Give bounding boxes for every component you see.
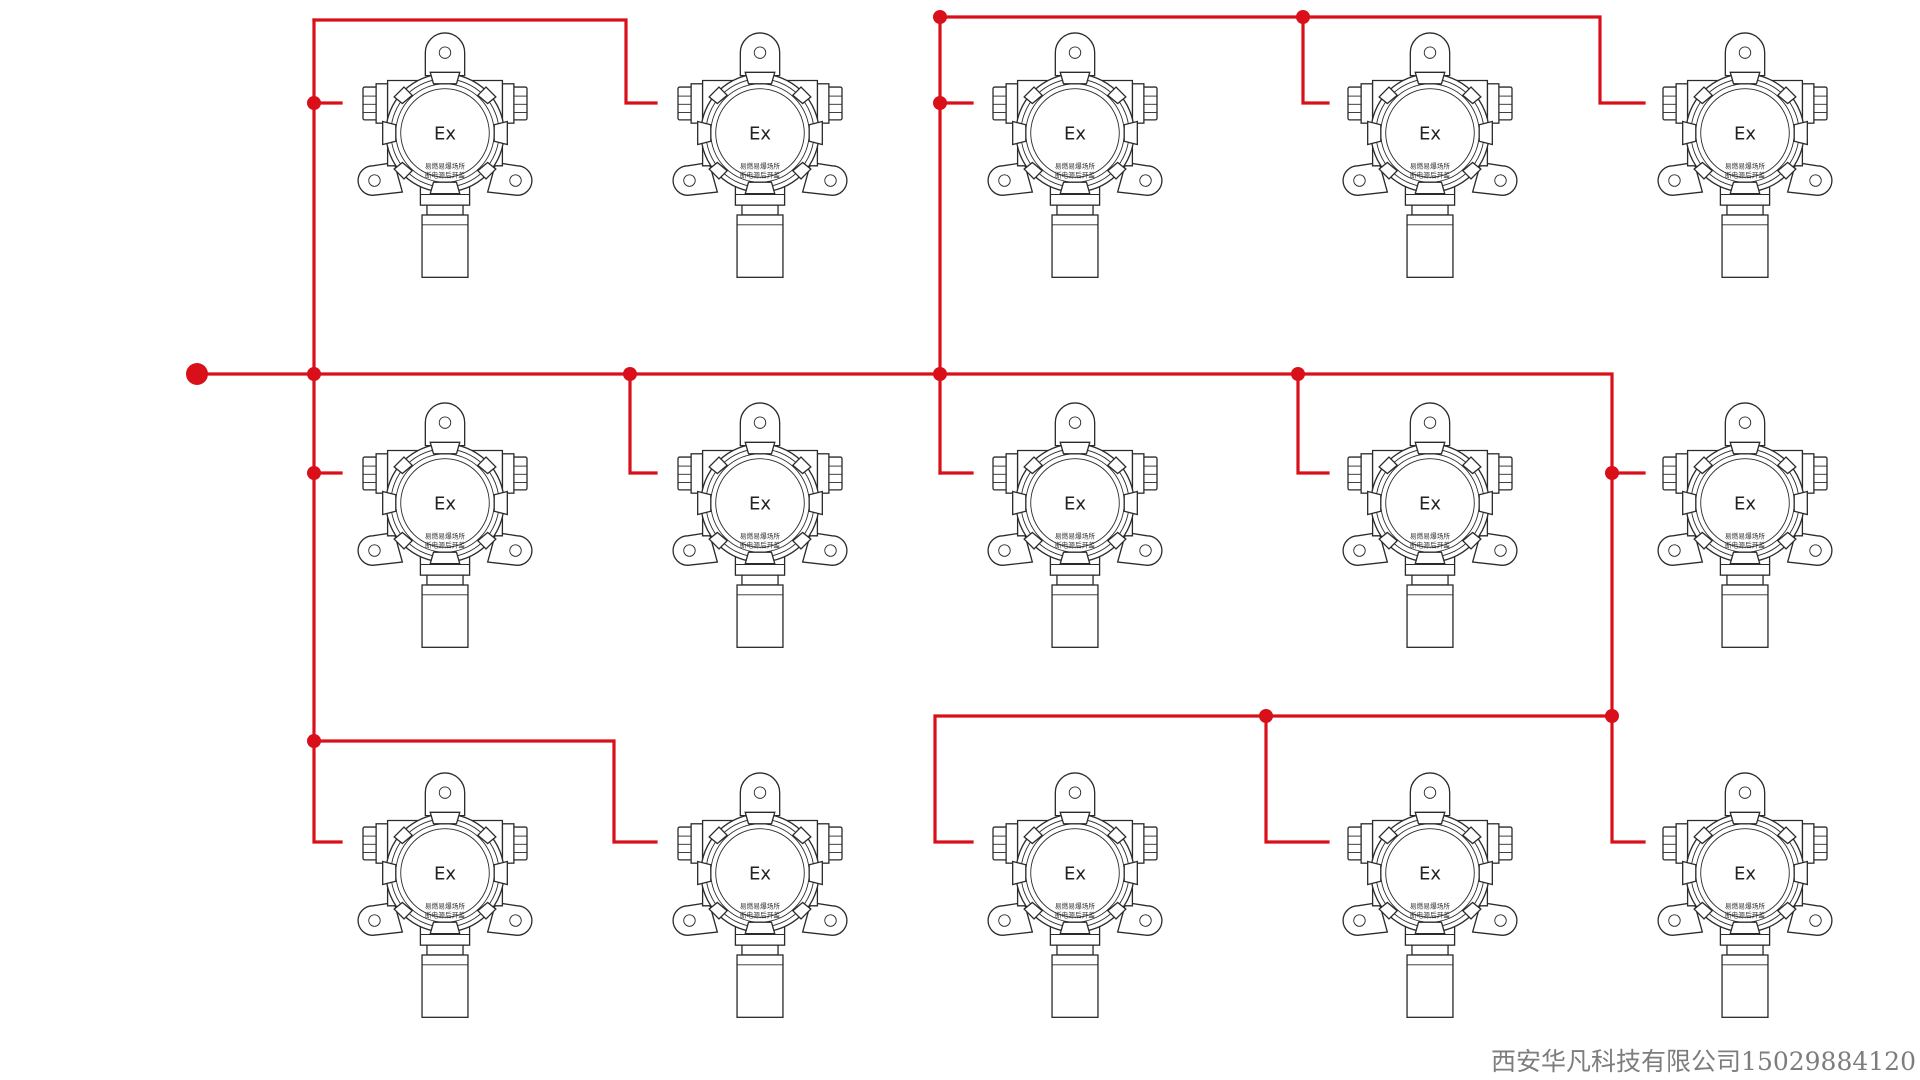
- ex-mark-label: Ex: [1064, 494, 1086, 515]
- main-bus-wire: [195, 372, 1614, 718]
- warning-text-line1: 易燃易爆场所: [1725, 161, 1766, 170]
- ex-mark-label: Ex: [1064, 124, 1086, 145]
- ex-mark-label: Ex: [1734, 494, 1756, 515]
- warning-text-line1: 易燃易爆场所: [1410, 901, 1451, 910]
- top-left-branch-wire: [312, 18, 658, 105]
- device-grid: Ex易燃易爆场所断电源后开盖Ex易燃易爆场所断电源后开盖Ex易燃易爆场所断电源后…: [357, 32, 1833, 1018]
- ex-mark-label: Ex: [1419, 864, 1441, 885]
- ex-mark-label: Ex: [749, 494, 771, 515]
- warning-text-line2: 断电源后开盖: [1725, 910, 1766, 919]
- col4-top-wire: [1301, 15, 1330, 105]
- ex-mark-label: Ex: [1419, 124, 1441, 145]
- warning-text-line1: 易燃易爆场所: [1055, 531, 1096, 540]
- warning-text-line2: 断电源后开盖: [740, 910, 781, 919]
- warning-text-line2: 断电源后开盖: [1055, 540, 1096, 549]
- warning-text-line1: 易燃易爆场所: [1725, 531, 1766, 540]
- warning-text-line1: 易燃易爆场所: [425, 901, 466, 910]
- ex-mark-label: Ex: [1734, 864, 1756, 885]
- warning-text-line2: 断电源后开盖: [1055, 170, 1096, 179]
- warning-text-line2: 断电源后开盖: [1055, 910, 1096, 919]
- left-trunk-wire: [312, 18, 343, 844]
- ex-mark-label: Ex: [749, 864, 771, 885]
- col4-bottom-wire: [1264, 714, 1330, 844]
- warning-text-line1: 易燃易爆场所: [425, 161, 466, 170]
- ex-mark-label: Ex: [749, 124, 771, 145]
- source-terminal-dot: [186, 363, 208, 385]
- ex-mark-label: Ex: [434, 124, 456, 145]
- ex-mark-label: Ex: [434, 494, 456, 515]
- warning-text-line2: 断电源后开盖: [740, 540, 781, 549]
- warning-text-line1: 易燃易爆场所: [1055, 161, 1096, 170]
- col4-mid-wire: [1296, 372, 1330, 475]
- warning-text-line2: 断电源后开盖: [1725, 540, 1766, 549]
- company-footer: 西安华凡科技有限公司15029884120: [1491, 1047, 1916, 1076]
- warning-text-line2: 断电源后开盖: [425, 170, 466, 179]
- warning-text-line2: 断电源后开盖: [1410, 170, 1451, 179]
- ex-mark-label: Ex: [434, 864, 456, 885]
- wiring-lines: [186, 10, 1646, 844]
- warning-text-line1: 易燃易爆场所: [740, 531, 781, 540]
- bottom-right-loop-wire: [933, 714, 1614, 844]
- col5-bottom-wire: [1610, 714, 1646, 844]
- warning-text-line1: 易燃易爆场所: [425, 531, 466, 540]
- warning-text-line2: 断电源后开盖: [740, 170, 781, 179]
- warning-text-line2: 断电源后开盖: [425, 540, 466, 549]
- warning-text-line1: 易燃易爆场所: [740, 161, 781, 170]
- warning-text-line1: 易燃易爆场所: [1055, 901, 1096, 910]
- warning-text-line2: 断电源后开盖: [1410, 910, 1451, 919]
- warning-text-line1: 易燃易爆场所: [1725, 901, 1766, 910]
- col2-mid-wire: [628, 372, 658, 475]
- ex-mark-label: Ex: [1064, 864, 1086, 885]
- col3-trunk-wire: [938, 15, 1646, 475]
- warning-text-line1: 易燃易爆场所: [1410, 161, 1451, 170]
- warning-text-line2: 断电源后开盖: [1410, 540, 1451, 549]
- warning-text-line2: 断电源后开盖: [1725, 170, 1766, 179]
- warning-text-line1: 易燃易爆场所: [1410, 531, 1451, 540]
- warning-text-line2: 断电源后开盖: [425, 910, 466, 919]
- ex-mark-label: Ex: [1734, 124, 1756, 145]
- warning-text-line1: 易燃易爆场所: [740, 901, 781, 910]
- bottom-left-branch-wire: [312, 739, 658, 844]
- ex-mark-label: Ex: [1419, 494, 1441, 515]
